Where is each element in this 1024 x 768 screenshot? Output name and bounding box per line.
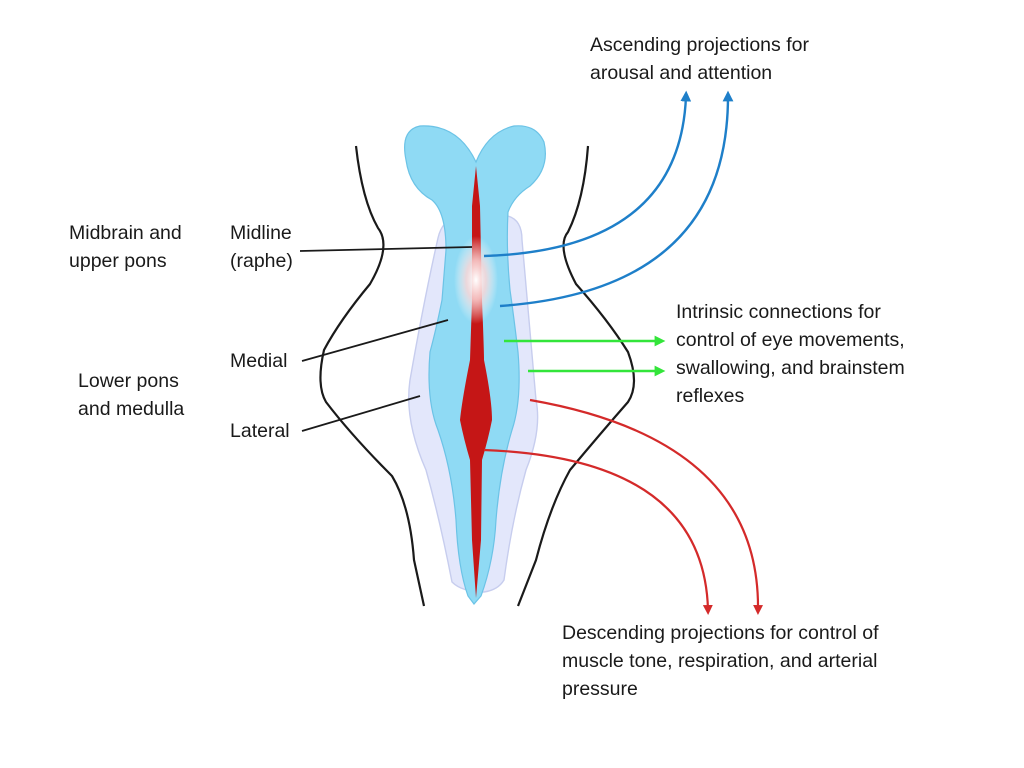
label-line: arousal and attention: [590, 62, 773, 84]
label-line: Descending projections for control of: [562, 622, 879, 644]
label-line: Intrinsic connections for: [676, 301, 881, 323]
lateral-leader-line: [301, 395, 421, 432]
label-line: upper pons: [69, 250, 167, 272]
label-line: reflexes: [676, 385, 745, 407]
label-line: swallowing, and brainstem: [676, 357, 905, 379]
raphe-midline: [460, 166, 492, 598]
descending-arrow-1: [483, 448, 713, 615]
ascending-projections-label: Ascending projections for arousal and at…: [590, 31, 809, 87]
label-line: (raphe): [230, 250, 293, 272]
label-line: Ascending projections for: [590, 34, 809, 56]
label-line: pressure: [562, 678, 638, 700]
label-line: Midbrain and: [69, 222, 182, 244]
label-line: control of eye movements,: [676, 329, 905, 351]
raphe-glow: [454, 236, 498, 324]
midline-leader-line: [299, 246, 473, 252]
label-line: Lower pons: [78, 370, 179, 392]
brainstem-outline-right: [516, 145, 636, 607]
zone-label-medial: Medial: [230, 347, 287, 375]
brainstem-outline-left: [319, 145, 426, 607]
label-line: muscle tone, respiration, and arterial: [562, 650, 878, 672]
label-line: Medial: [230, 350, 288, 372]
zone-label-midline: Midline (raphe): [230, 219, 293, 275]
zone-label-lateral: Lateral: [230, 417, 290, 445]
region-label-midbrain: Midbrain and upper pons: [69, 219, 182, 275]
label-line: Midline: [230, 222, 292, 244]
label-line: and medulla: [78, 398, 185, 420]
medial-leader-line: [301, 319, 449, 362]
region-label-lower-pons: Lower pons and medulla: [78, 367, 184, 423]
descending-arrow-2: [529, 398, 764, 615]
descending-projections-label: Descending projections for control of mu…: [562, 619, 879, 703]
ascending-arrow-1: [483, 90, 692, 258]
ascending-arrow-2: [499, 90, 734, 308]
label-line: Lateral: [230, 420, 290, 442]
intrinsic-connections-label: Intrinsic connections for control of eye…: [676, 298, 905, 410]
